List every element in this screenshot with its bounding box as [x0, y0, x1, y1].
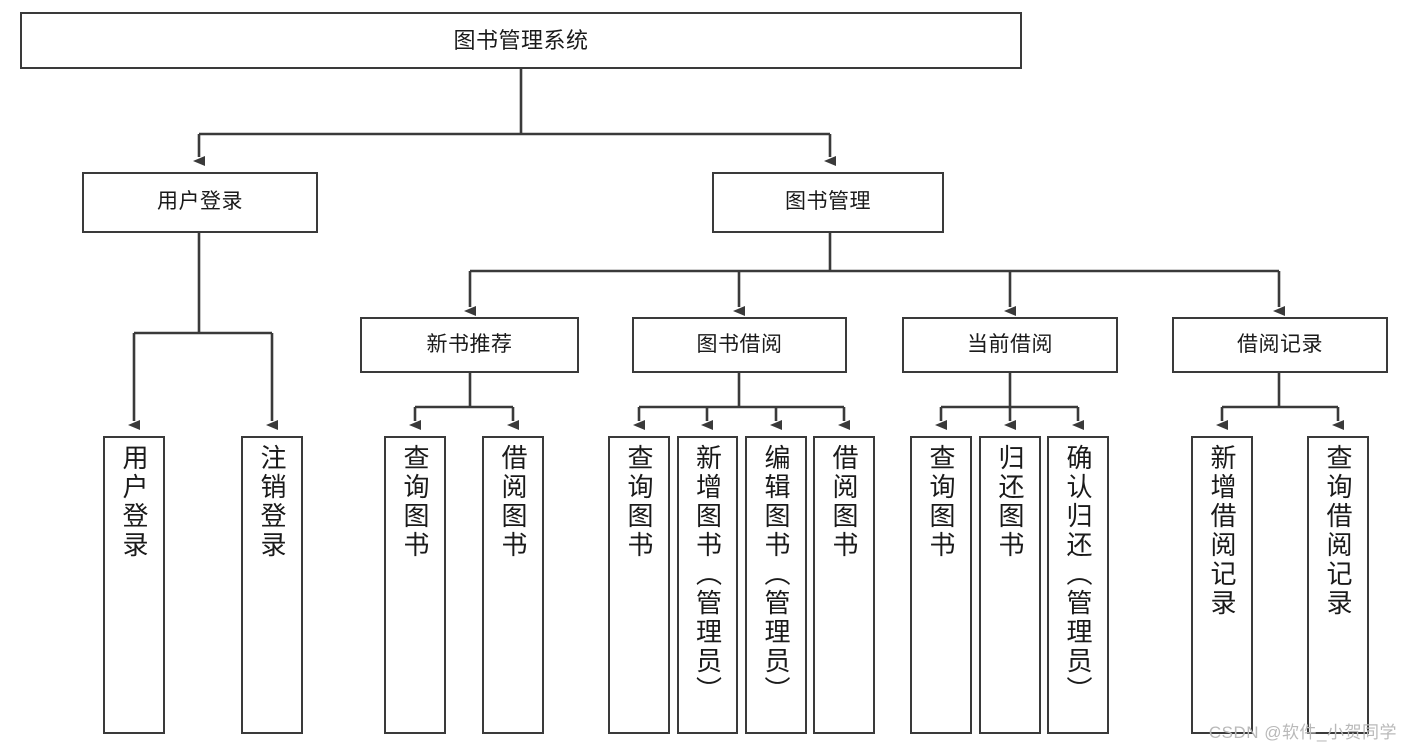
leaf-current-borrow-confirm-return[interactable]: 确认归还（管理员）	[1047, 436, 1109, 734]
node-user-login[interactable]: 用户登录	[82, 172, 318, 233]
node-label: 借阅图书	[498, 444, 528, 560]
node-label: 用户登录	[157, 190, 243, 214]
node-book-management[interactable]: 图书管理	[712, 172, 944, 233]
watermark-text: CSDN @软件_小贺同学	[1208, 723, 1397, 742]
node-label: 查询图书	[624, 444, 654, 560]
leaf-book-borrow-borrow[interactable]: 借阅图书	[813, 436, 875, 734]
leaf-borrow-record-add[interactable]: 新增借阅记录	[1191, 436, 1253, 734]
leaf-current-borrow-query[interactable]: 查询图书	[910, 436, 972, 734]
leaf-book-borrow-add[interactable]: 新增图书（管理员）	[677, 436, 738, 734]
node-label: 借阅记录	[1237, 332, 1323, 356]
leaf-user-login-login[interactable]: 用户登录	[103, 436, 165, 734]
node-label: 新书推荐	[426, 332, 513, 356]
node-label: 注销登录	[257, 444, 287, 560]
node-label: 查询借阅记录	[1323, 444, 1353, 618]
node-label: 用户登录	[119, 444, 149, 560]
node-label: 新增借阅记录	[1207, 444, 1237, 618]
leaf-new-book-borrow[interactable]: 借阅图书	[482, 436, 544, 734]
leaf-book-borrow-edit[interactable]: 编辑图书（管理员）	[745, 436, 807, 734]
node-label: 图书借阅	[696, 332, 783, 356]
node-label: 查询图书	[926, 444, 956, 560]
node-current-borrow[interactable]: 当前借阅	[902, 317, 1118, 373]
node-borrow-record[interactable]: 借阅记录	[1172, 317, 1388, 373]
node-label: 借阅图书	[829, 444, 859, 560]
node-label: 当前借阅	[967, 332, 1053, 356]
leaf-new-book-query[interactable]: 查询图书	[384, 436, 446, 734]
leaf-user-login-logout[interactable]: 注销登录	[241, 436, 303, 734]
node-new-book-recommend[interactable]: 新书推荐	[360, 317, 579, 373]
node-label: 查询图书	[400, 444, 430, 560]
leaf-borrow-record-query[interactable]: 查询借阅记录	[1307, 436, 1369, 734]
node-book-borrow[interactable]: 图书借阅	[632, 317, 847, 373]
node-label: 图书管理系统	[453, 27, 589, 53]
leaf-book-borrow-query[interactable]: 查询图书	[608, 436, 670, 734]
node-root-system[interactable]: 图书管理系统	[20, 12, 1022, 69]
node-label: 编辑图书（管理员）	[761, 444, 791, 705]
node-label: 新增图书（管理员）	[692, 444, 723, 705]
node-label: 图书管理	[785, 190, 871, 214]
node-label: 确认归还（管理员）	[1063, 444, 1093, 705]
node-label: 归还图书	[995, 444, 1025, 560]
leaf-current-borrow-return[interactable]: 归还图书	[979, 436, 1041, 734]
